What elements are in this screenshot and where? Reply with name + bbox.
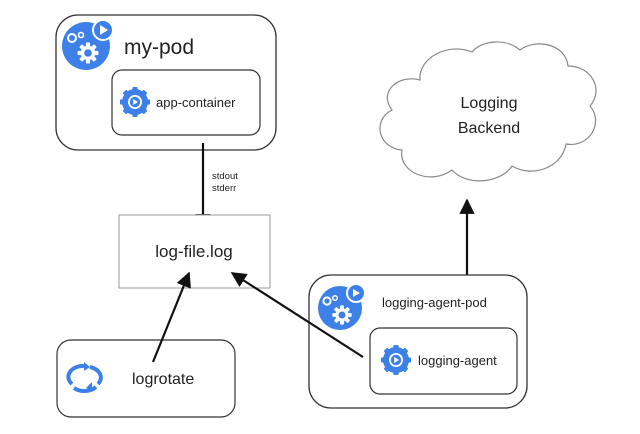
agent-read-arrow — [230, 272, 364, 358]
pod-icon — [62, 19, 114, 70]
log-file-label: log-file.log — [155, 242, 233, 261]
my-pod-label: my-pod — [124, 36, 194, 59]
logging-backend-cloud: Logging Backend — [379, 41, 597, 182]
agent-pod-icon — [318, 283, 366, 330]
logrotate-label: logrotate — [132, 371, 194, 388]
stdout-label: stdout — [212, 171, 238, 182]
logging-agent-label: logging-agent — [418, 353, 497, 368]
rotate-icon — [66, 362, 103, 394]
logrotate-arrow — [151, 271, 191, 363]
logging-agent-pod-label: logging-agent-pod — [382, 295, 487, 310]
agent-gear-icon — [381, 345, 411, 375]
backend-label-line1: Logging — [461, 95, 518, 112]
app-container-box: app-container — [111, 69, 261, 136]
backend-label-line2: Backend — [458, 120, 520, 137]
logging-agent-box: logging-agent — [369, 327, 518, 395]
stderr-label: stderr — [212, 183, 236, 194]
container-gear-icon — [120, 87, 150, 117]
app-container-label: app-container — [156, 95, 236, 110]
logrotate-box: logrotate — [56, 339, 236, 418]
log-file-box: log-file.log — [118, 214, 271, 289]
